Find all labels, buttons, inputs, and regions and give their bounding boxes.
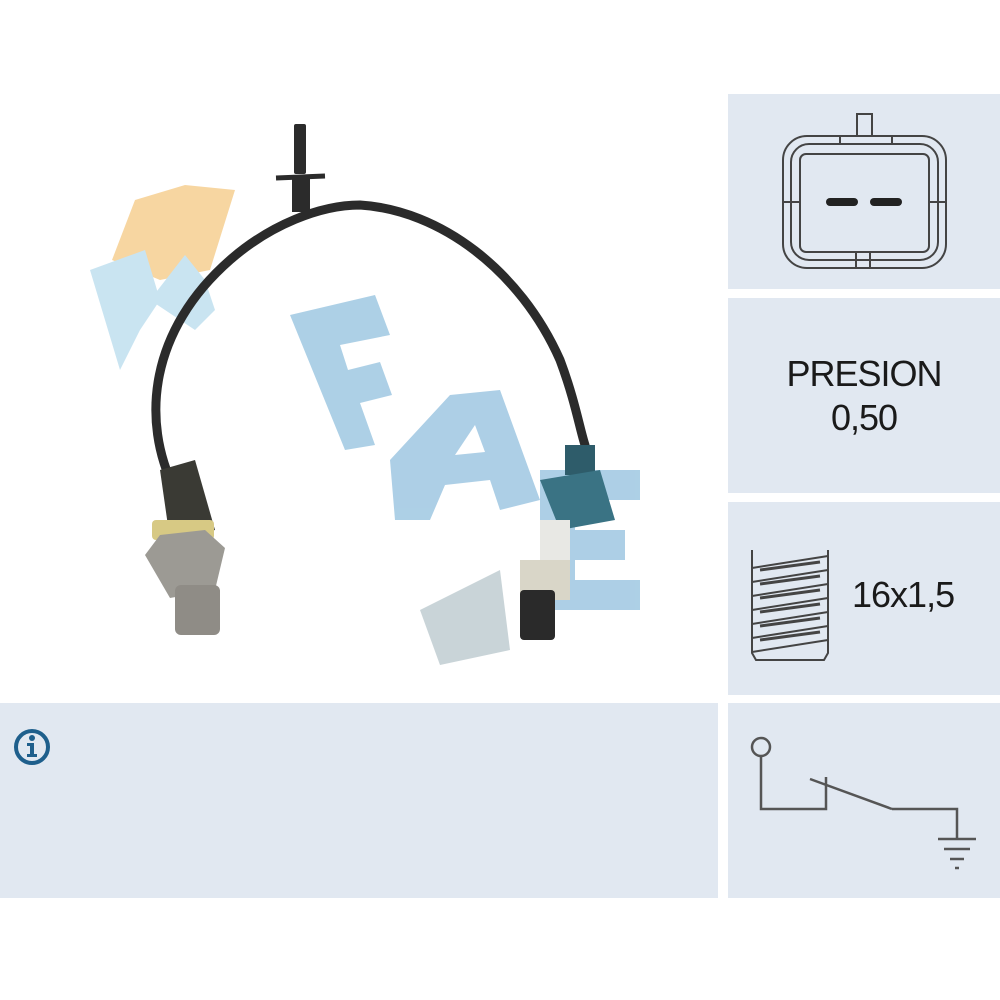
pressure-value: 0,50 [830, 397, 898, 438]
sensor-illustration [90, 124, 640, 665]
info-icon[interactable] [12, 727, 52, 767]
thread-value: 16x1,5 [852, 574, 955, 615]
harness-connector [420, 445, 615, 665]
pressure-spec: PRESION 0,50 [728, 352, 1000, 440]
pressure-spec-panel: PRESION 0,50 [728, 298, 1000, 493]
connector-spec-panel [728, 94, 1000, 289]
two-pin-connector-icon [782, 113, 947, 269]
thread-icon [751, 550, 829, 661]
pressure-label: PRESION [786, 353, 942, 394]
mounting-clip [275, 124, 326, 212]
product-photo [0, 94, 718, 694]
normally-open-switch-to-ground-icon [750, 736, 976, 870]
sensor-body [145, 460, 225, 635]
thread-spec-panel: 16x1,5 [728, 502, 1000, 695]
info-panel [0, 703, 718, 898]
circuit-spec-panel [728, 703, 1000, 898]
